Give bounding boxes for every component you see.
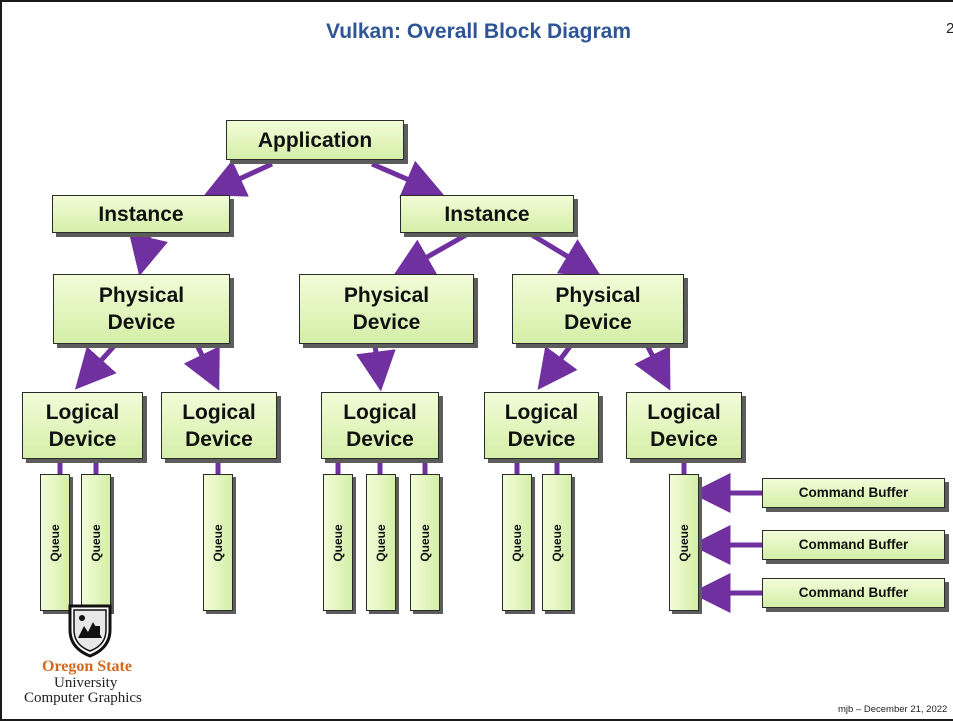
logical-label-line1: Logical <box>45 400 120 424</box>
queue-label: Queue <box>550 523 564 562</box>
arrow-instance1-to-physical1 <box>128 232 168 277</box>
queue-label: Queue <box>211 523 225 562</box>
arrow-physical3-to-logical4 <box>537 343 578 391</box>
logical-label-line1: Logical <box>343 400 417 424</box>
queue-1: Queue <box>40 474 70 611</box>
logical-label-line1: Logical <box>182 400 256 424</box>
logical-label-line2: Device <box>507 427 576 451</box>
osu-shield-icon <box>68 604 112 658</box>
queue-2: Queue <box>81 474 111 611</box>
queue-label: Queue <box>677 523 691 562</box>
logical-label-line2: Device <box>650 427 718 451</box>
arrow-physical3-to-logical5 <box>634 343 671 391</box>
queue-label: Queue <box>374 523 388 562</box>
physical-label-line1: Physical <box>343 284 430 307</box>
command-buffer-label: Command Buffer <box>798 485 909 500</box>
queue-9: Queue <box>669 474 699 611</box>
physical-label-line1: Physical <box>555 284 641 307</box>
arrow-physical1-to-logical2 <box>183 343 220 391</box>
physical-device-box-3: Physical Device <box>512 274 684 344</box>
arrow-app-to-instance-2 <box>371 160 444 198</box>
logical-device-box-2: Logical Device <box>161 392 277 459</box>
command-buffer-box-2: Command Buffer <box>762 530 945 560</box>
instance-box-2: Instance <box>400 195 574 233</box>
logical-label-line2: Device <box>185 427 253 451</box>
application-box: Application <box>226 120 404 160</box>
physical-device-box-1: Physical Device <box>53 274 230 344</box>
logo-computer-graphics: Computer Graphics <box>24 690 142 706</box>
physical-label-line2: Device <box>352 311 421 334</box>
logical-device-box-1: Logical Device <box>22 392 143 459</box>
queue-4: Queue <box>323 474 353 611</box>
queue-6: Queue <box>410 474 440 611</box>
command-buffer-label: Command Buffer <box>798 585 909 600</box>
arrow-physical2-to-logical3 <box>356 344 396 392</box>
queue-label: Queue <box>48 523 62 562</box>
logo-oregon-state: Oregon State <box>42 658 132 675</box>
logo-university: University <box>54 675 118 691</box>
command-buffer-box-3: Command Buffer <box>762 578 945 608</box>
queue-label: Queue <box>510 523 524 562</box>
logical-device-box-5: Logical Device <box>626 392 742 459</box>
queue-8: Queue <box>542 474 572 611</box>
command-buffer-label: Command Buffer <box>798 537 909 552</box>
logical-label-line1: Logical <box>647 400 721 424</box>
logical-label-line1: Logical <box>504 400 579 424</box>
physical-device-box-2: Physical Device <box>299 274 474 344</box>
logical-label-line2: Device <box>48 427 117 451</box>
queue-label: Queue <box>331 523 345 562</box>
arrow-instance2-to-physical2 <box>392 232 468 277</box>
queue-5: Queue <box>366 474 396 611</box>
slide-number: 2 <box>946 20 953 37</box>
instance-label: Instance <box>444 202 530 226</box>
logical-label-line2: Device <box>346 427 414 451</box>
queue-3: Queue <box>203 474 233 611</box>
slide-title: Vulkan: Overall Block Diagram <box>325 20 631 43</box>
footer-author-date: mjb – December 21, 2022 <box>838 704 948 715</box>
queue-7: Queue <box>502 474 532 611</box>
physical-label-line1: Physical <box>98 284 185 307</box>
logical-device-box-4: Logical Device <box>484 392 599 459</box>
application-label: Application <box>257 128 373 152</box>
queue-label: Queue <box>89 523 103 562</box>
instance-box-1: Instance <box>52 195 230 233</box>
physical-label-line2: Device <box>107 311 176 334</box>
instance-label: Instance <box>98 202 184 226</box>
arrow-physical1-to-logical1 <box>74 343 117 390</box>
queue-label: Queue <box>418 523 432 562</box>
command-buffer-box-1: Command Buffer <box>762 478 945 508</box>
arrow-app-to-instance-1 <box>204 160 274 197</box>
physical-label-line2: Device <box>564 311 632 334</box>
logical-device-box-3: Logical Device <box>321 392 439 459</box>
arrow-instance2-to-physical3 <box>530 232 602 277</box>
